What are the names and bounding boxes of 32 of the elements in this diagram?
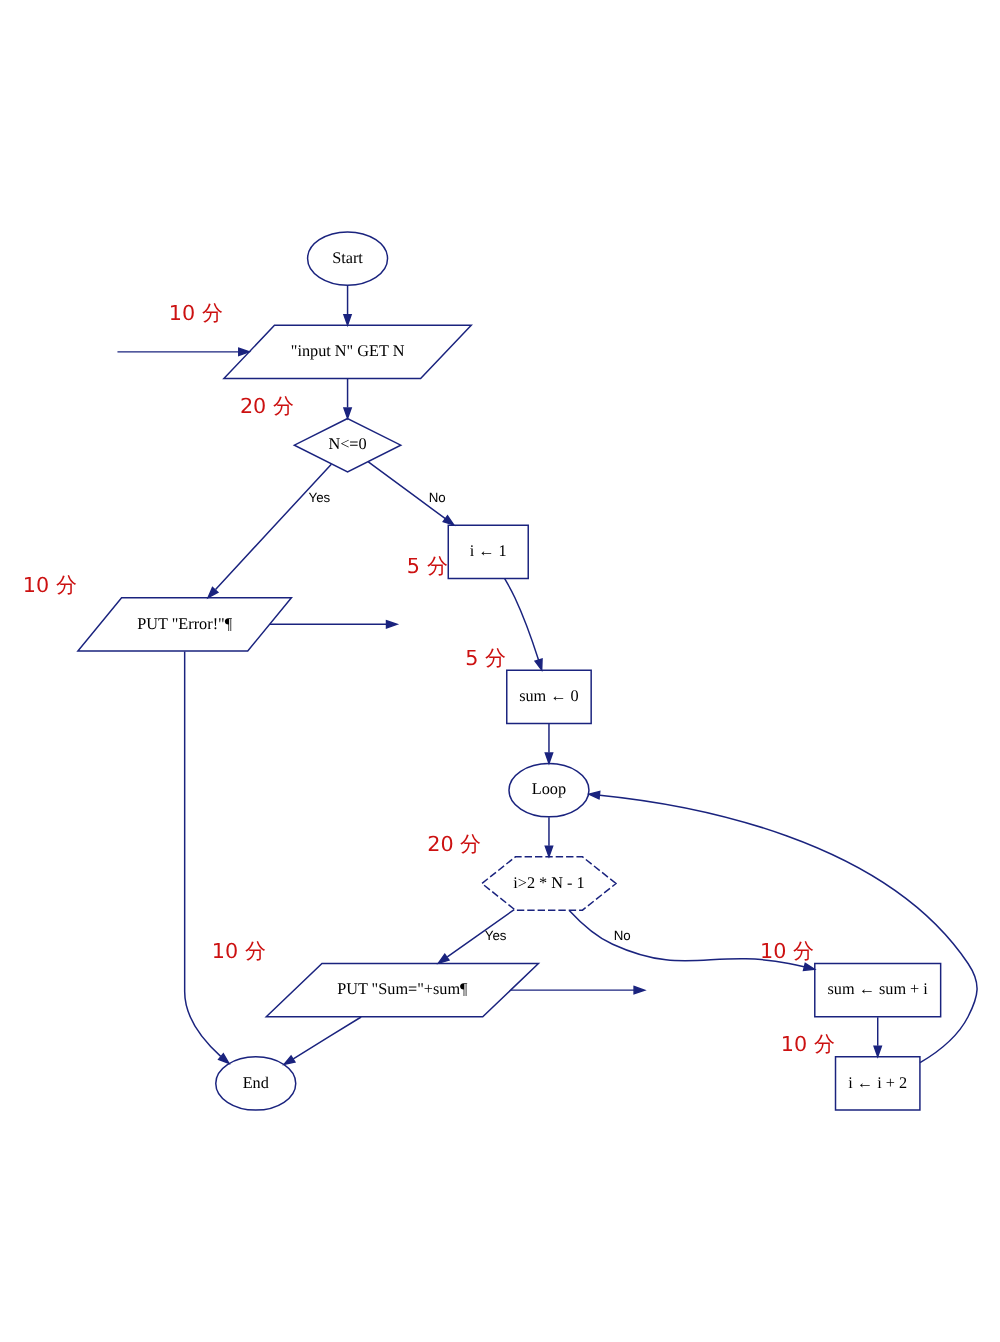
arrow	[544, 723, 554, 766]
node-ellipse: Loop	[508, 762, 590, 818]
arrow	[342, 284, 353, 328]
node-label: 10 分	[211, 939, 265, 964]
arrow	[873, 1016, 883, 1059]
arrow	[436, 908, 515, 965]
node-label: 10 分	[168, 301, 222, 326]
arrow	[367, 461, 456, 527]
node-ellipse: Start	[306, 231, 389, 286]
node-label: 20 分	[239, 394, 293, 419]
arrow	[544, 816, 554, 859]
node-box: sum ← 0	[506, 669, 592, 725]
arrow	[342, 378, 353, 421]
arrow	[206, 463, 333, 600]
arrow	[586, 790, 978, 1064]
node-label: 10 分	[759, 939, 813, 964]
arrow	[269, 619, 400, 630]
node-label: 10 分	[22, 574, 76, 599]
node-box: sum ← sum + i	[814, 962, 942, 1018]
arrow	[510, 985, 647, 995]
node-label: 5 分	[465, 646, 506, 671]
arrow	[116, 347, 252, 357]
arrow	[568, 909, 817, 972]
node-box: i ← 1	[447, 524, 529, 580]
arrow	[183, 650, 231, 1065]
node-diamond: N<=0	[292, 417, 403, 473]
arrow	[503, 577, 543, 673]
node-label: 20 分	[427, 833, 481, 858]
node-label: 10 分	[780, 1033, 834, 1058]
arrow	[282, 1016, 362, 1066]
node-box: i ← i + 2	[834, 1056, 921, 1111]
node-label: 5 分	[406, 554, 447, 579]
